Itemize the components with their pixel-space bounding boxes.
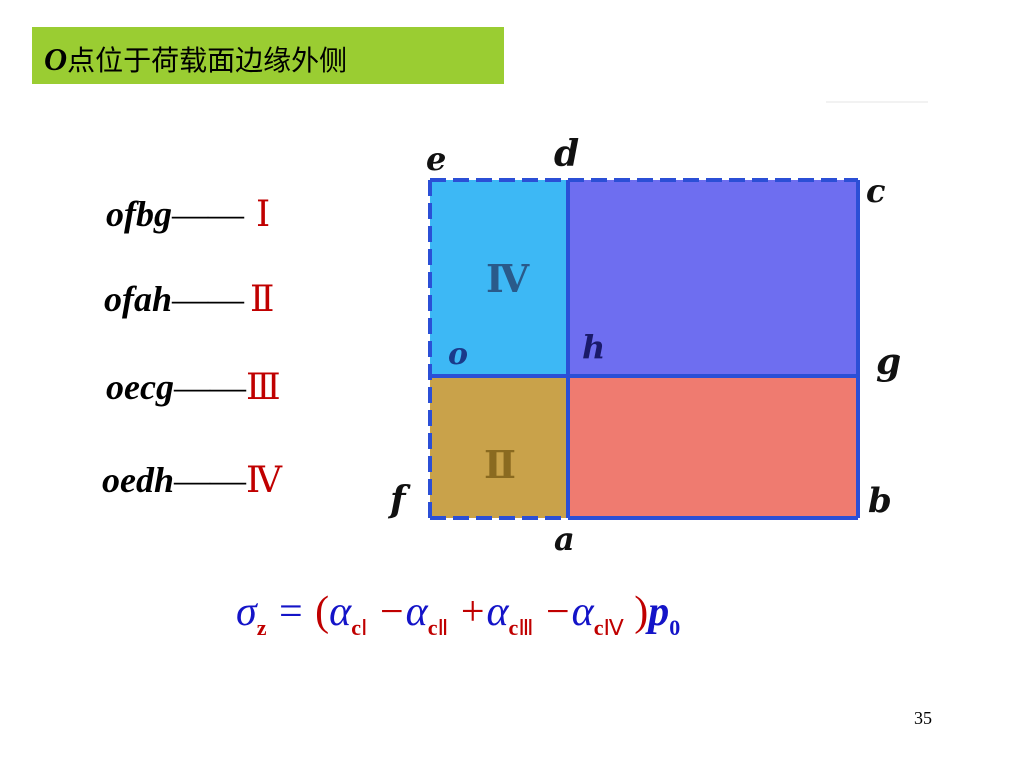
alpha-subscript-numeral: Ⅰ — [360, 615, 368, 640]
sigma-symbol: σ — [236, 589, 257, 635]
legend-row-4: oedh——Ⅳ — [102, 459, 282, 505]
region-lower-left — [430, 376, 568, 518]
legend-dash: —— — [172, 279, 245, 319]
corner-label-a: a — [554, 520, 575, 558]
legend-numeral: Ⅱ — [250, 279, 275, 319]
stress-formula: σz = (αcⅠ −αcⅡ +αcⅢ −αcⅣ )p0 — [236, 588, 680, 641]
legend-numeral: Ⅲ — [245, 367, 281, 407]
legend-name: oecg — [106, 367, 174, 407]
minus-sign: − — [379, 589, 404, 635]
legend-numeral: Ⅳ — [246, 460, 282, 500]
open-paren: ( — [315, 589, 330, 635]
region-label-ii: Ⅱ — [484, 442, 516, 487]
legend-name: ofah — [104, 279, 173, 319]
alpha-symbol: α — [486, 589, 509, 635]
legend-dash: —— — [174, 460, 246, 500]
alpha-symbol: α — [329, 589, 352, 635]
title-text: 点位于荷载面边缘外侧 — [67, 44, 348, 77]
corner-label-c: c — [866, 172, 885, 210]
minus-sign: − — [545, 589, 570, 635]
p-symbol: p — [648, 589, 670, 635]
equals-sign: = — [278, 589, 303, 635]
alpha-symbol: α — [571, 589, 594, 635]
corner-label-e: e — [426, 140, 446, 178]
slide-title: O点位于荷载面边缘外侧 — [44, 39, 347, 79]
outer-border — [428, 178, 860, 520]
corner-label-d: d — [554, 133, 579, 175]
legend-dash: —— — [173, 367, 246, 407]
legend-row-3: oecg——Ⅲ — [106, 366, 281, 412]
alpha-symbol: α — [405, 589, 428, 635]
alpha-subscript-numeral: Ⅱ — [437, 615, 449, 640]
legend-row-1: ofbg—— Ⅰ — [106, 193, 270, 239]
page-number: 35 — [914, 708, 932, 728]
plus-sign: + — [460, 589, 485, 635]
alpha-subscript-numeral: Ⅳ — [603, 615, 624, 640]
legend-name: ofbg — [106, 194, 172, 234]
close-paren: ) — [634, 589, 649, 635]
corner-label-g: g — [876, 341, 901, 383]
legend-numeral: Ⅰ — [256, 194, 271, 234]
region-lower-right — [568, 376, 858, 518]
sigma-subscript: z — [256, 615, 267, 640]
alpha-subscript-c: c — [593, 615, 604, 640]
legend-row-2: ofah——Ⅱ — [104, 278, 274, 324]
title-point-label: O — [44, 41, 68, 77]
legend-name: oedh — [102, 460, 174, 500]
decorative-line — [826, 101, 928, 103]
region-upper-left — [430, 180, 568, 376]
title-banner: O点位于荷载面边缘外侧 — [32, 27, 504, 84]
alpha-subscript-numeral: Ⅲ — [518, 615, 534, 640]
load-area-diagram: Ⅳ Ⅱ e d c o h g f a b — [378, 128, 908, 563]
alpha-subscript-c: c — [351, 615, 361, 640]
region-upper-right — [568, 180, 858, 376]
alpha-subscript-c: c — [427, 615, 438, 640]
region-label-iv: Ⅳ — [486, 256, 530, 301]
diagram-svg: Ⅳ Ⅱ e d c o h g f a b — [387, 133, 901, 558]
legend-dash: —— — [172, 194, 244, 234]
corner-label-o: o — [448, 337, 468, 372]
p-subscript: 0 — [669, 615, 681, 640]
alpha-subscript-c: c — [508, 615, 519, 640]
corner-label-f: f — [387, 479, 411, 521]
corner-label-h: h — [582, 328, 605, 366]
corner-label-b: b — [868, 481, 892, 521]
